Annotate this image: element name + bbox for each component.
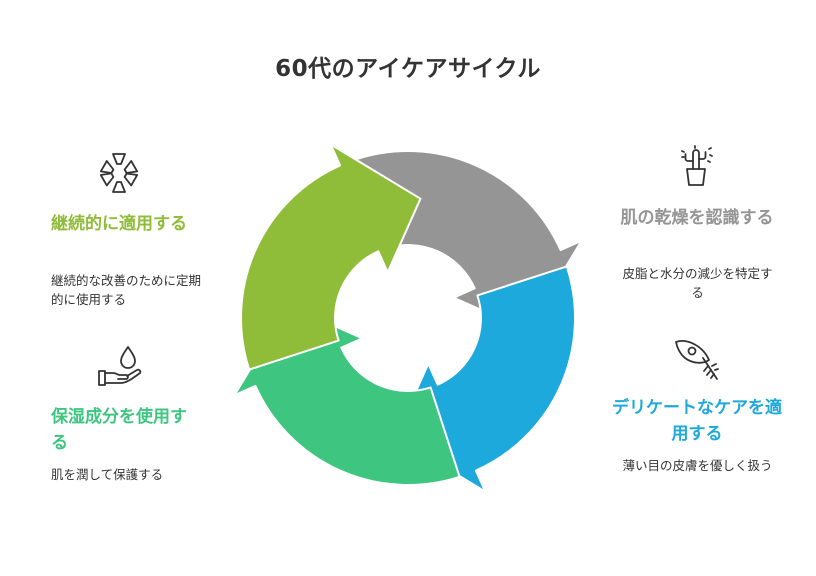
step-desc-continue: 継続的な改善のために定期的に使用する [51,273,202,307]
step-title-delicate-care: デリケートなケアを適用する [612,398,782,444]
recycle-icon [99,153,139,193]
step-desc-moisturize: 肌を潤して保護する [51,467,164,482]
cactus-icon [681,145,713,186]
step-desc-recognize: 皮脂と水分の減少を特定する [622,266,773,300]
feather-icon [675,340,719,380]
water-drop-hand-icon [98,346,142,386]
arrow-continue [240,143,422,371]
step-title-continue: 継続的に適用する [51,214,187,234]
step-title-recognize: 肌の乾燥を認識する [620,208,774,228]
step-title-moisturize: 保湿成分を使用する [51,407,187,453]
step-desc-delicate-care: 薄い目の皮膚を優しく扱う [622,458,773,473]
page-title: 60代のアイケアサイクル [275,56,541,82]
